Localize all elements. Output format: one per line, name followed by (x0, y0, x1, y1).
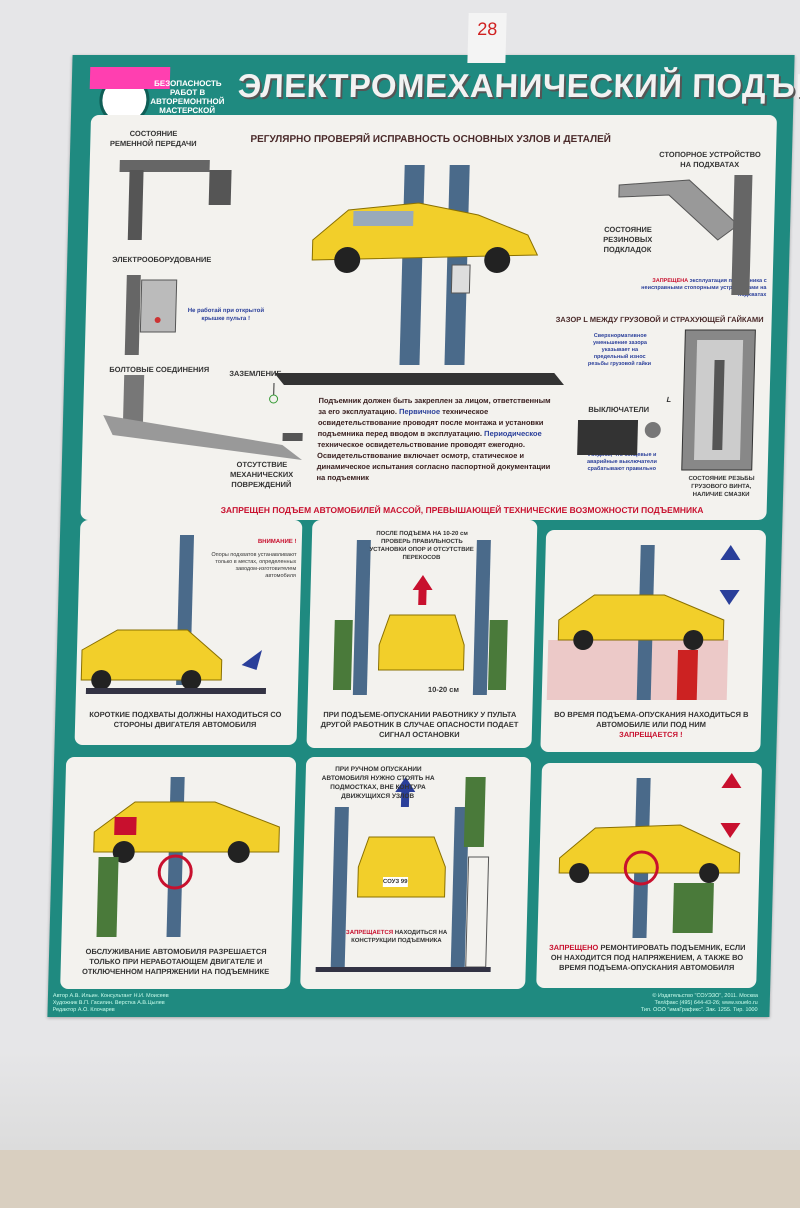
safety-poster: БЕЗОПАСНОСТЬ РАБОТ В АВТОРЕМОНТНОЙ МАСТЕ… (47, 13, 800, 1017)
arrow-icon (241, 650, 263, 670)
panel-check-supports: ПОСЛЕ ПОДЪЕМА НА 10-20 см ПРОВЕРЬ ПРАВИЛ… (306, 520, 538, 748)
gap-L: L (666, 395, 672, 404)
panel-short-arms: ВНИМАНИЕ ! Опоры подхватов устанавливают… (74, 520, 303, 745)
worker (463, 777, 486, 847)
height-label: 10-20 см (427, 685, 460, 694)
label-bolts: БОЛТОВЫЕ СОЕДИНЕНИЯ (109, 365, 210, 374)
attention-label: ВНИМАНИЕ ! (257, 539, 297, 545)
lift-with-car-illustration (274, 165, 564, 385)
forbidden-note: ЗАПРЕЩЕНА эксплуатация подъемника с неис… (626, 278, 767, 299)
capacity-warning: ЗАПРЕЩЕН ПОДЪЕМ АВТОМОБИЛЕЙ МАССОЙ, ПРЕВ… (220, 505, 704, 515)
worker (487, 620, 508, 690)
panel-no-presence: ВО ВРЕМЯ ПОДЪЕМА-ОПУСКАНИЯ НАХОДИТЬСЯ В … (540, 530, 767, 752)
license-plate: СОУЗ 99 (382, 877, 408, 887)
credit-line: Тип. ООО "имаГрафикс". Зак. 1255. Тир. 1… (640, 1007, 758, 1013)
lift-repair-illustration (558, 773, 742, 938)
poster-title: ЭЛЕКТРОМЕХАНИЧЕСКИЙ ПОДЪЕМНИК (237, 67, 800, 104)
label-ground: ЗАЗЕМЛЕНИЕ (229, 369, 282, 378)
engine-warning-icon (114, 817, 137, 835)
panel-caption: ПРИ ПОДЪЕМЕ-ОПУСКАНИИ РАБОТНИКУ У ПУЛЬТА… (320, 710, 519, 739)
credits-right: © Издательство "СОУЭЗО", 2011. Москва Те… (641, 993, 758, 1014)
certification-text: Подъемник должен быть закреплен за лицом… (316, 395, 553, 483)
panel-caption: ВО ВРЕМЯ ПОДЪЕМА-ОПУСКАНИЯ НАХОДИТЬСЯ В … (551, 710, 752, 740)
worker (332, 620, 353, 690)
down-arrow-icon (720, 823, 741, 838)
ladder (465, 856, 490, 968)
lift-car-illustration (80, 535, 267, 694)
label-gap: ЗАЗОР L МЕЖДУ ГРУЗОВОЙ И СТРАХУЮЩЕЙ ГАЙК… (555, 315, 764, 324)
screw-nut-illustration (681, 329, 756, 471)
up-arrow-icon (721, 773, 742, 788)
wall (0, 1050, 800, 1150)
panel-no-repair: ЗАПРЕЩЕНО РЕМОНТИРОВАТЬ ПОДЪЕМНИК, ЕСЛИ … (536, 763, 763, 988)
gap-note: Сверхнормативное уменьшение зазора указы… (587, 333, 652, 367)
label-electro: ЭЛЕКТРООБОРУДОВАНИЕ (112, 255, 212, 264)
switches-note: Убедись, что концевые и аварийные выключ… (586, 452, 657, 472)
panel-caption: ОБСЛУЖИВАНИЕ АВТОМОБИЛЯ РАЗРЕШАЕТСЯ ТОЛЬ… (81, 947, 270, 976)
caption-text: ВО ВРЕМЯ ПОДЪЕМА-ОПУСКАНИЯ НАХОДИТЬСЯ В … (554, 710, 749, 729)
panel-service-off: ОБСЛУЖИВАНИЕ АВТОМОБИЛЯ РАЗРЕШАЕТСЯ ТОЛЬ… (60, 757, 297, 989)
forbidden-red: ЗАПРЕЩЕНА (652, 278, 689, 284)
label-switches: ВЫКЛЮЧАТЕЛИ (588, 405, 650, 414)
person (676, 650, 699, 700)
panel-caption: ЗАПРЕЩЕНО РЕМОНТИРОВАТЬ ПОДЪЕМНИК, ЕСЛИ … (547, 943, 748, 973)
switch-illustration (577, 420, 661, 455)
main-heading: РЕГУЛЯРНО ПРОВЕРЯЙ ИСПРАВНОСТЬ ОСНОВНЫХ … (250, 134, 612, 145)
label-belt: СОСТОЯНИЕ РЕМЕННОЙ ПЕРЕДАЧИ (109, 129, 197, 148)
credit-line: Автор А.В. Ильин. Консультант Н.И. Моисе… (52, 993, 169, 999)
panel-note: ПОСЛЕ ПОДЪЕМА НА 10-20 см ПРОВЕРЬ ПРАВИЛ… (369, 531, 474, 561)
floor (0, 1150, 800, 1208)
text-2: Освидетельствование включает осмотр, ста… (316, 451, 551, 482)
lift-person-illustration (546, 545, 741, 700)
panel-manual-lowering: ПРИ РУЧНОМ ОПУСКАНИИ АВТОМОБИЛЯ НУЖНО СТ… (300, 757, 532, 989)
caption-red: ЗАПРЕЩЕНО (548, 943, 599, 952)
credit-line: Редактор А.О. Клочарев (52, 1007, 115, 1013)
down-arrow-icon (395, 777, 416, 807)
caption-red: ЗАПРЕЩАЕТСЯ ! (618, 730, 683, 739)
lift-service-illustration (93, 777, 280, 937)
panel-caption: ЗАПРЕЩАЕТСЯ НАХОДИТЬСЯ НА КОНСТРУКЦИИ ПО… (341, 929, 451, 945)
up-arrow-icon (720, 545, 741, 560)
attention-note: Опоры подхватов устанавливают только в м… (211, 552, 297, 579)
control-box-illustration (124, 275, 178, 355)
label-screw: СОСТОЯНИЕ РЕЗЬБЫ ГРУЗОВОГО ВИНТА, НАЛИЧИ… (688, 476, 755, 498)
credits-left: Автор А.В. Ильин. Консультант Н.И. Моисе… (52, 993, 169, 1014)
text-1b: Первичное (398, 407, 441, 416)
belt-drive-illustration (119, 160, 232, 240)
panel-note: ПРИ РУЧНОМ ОПУСКАНИИ АВТОМОБИЛЯ НУЖНО СТ… (321, 766, 435, 800)
label-damage: ОТСУТСТВИЕ МЕХАНИЧЕСКИХ ПОВРЕЖДЕНИЙ (229, 460, 294, 489)
poster-subtitle: БЕЗОПАСНОСТЬ РАБОТ В АВТОРЕМОНТНОЙ МАСТЕ… (150, 79, 225, 115)
credit-line: Тел/факс (495) 644-43-26; www.souelo.ru (654, 1000, 758, 1006)
down-arrow-icon (719, 590, 740, 605)
label-stopper: СТОПОРНОЕ УСТРОЙСТВО НА ПОДХВАТАХ (659, 150, 761, 169)
panel-caption: КОРОТКИЕ ПОДХВАТЫ ДОЛЖНЫ НАХОДИТЬСЯ СО С… (89, 710, 282, 729)
lift-workers-illustration (332, 540, 508, 695)
credit-line: Художник В.П. Гасилин. Верстка А.В.Цылев (52, 1000, 165, 1006)
ground-icon (269, 383, 279, 404)
credit-line: © Издательство "СОУЭЗО", 2011. Москва (652, 993, 759, 999)
main-panel: РЕГУЛЯРНО ПРОВЕРЯЙ ИСПРАВНОСТЬ ОСНОВНЫХ … (80, 115, 778, 520)
text-1e: техническое освидетельствование проводят… (317, 440, 526, 449)
electro-note: Не работай при открытой крышке пульта ! (187, 308, 265, 322)
up-arrow-icon (412, 575, 433, 605)
circle-highlight (157, 854, 193, 890)
base-arm-illustration (103, 375, 303, 460)
worker (96, 857, 119, 937)
lift-ladder-illustration (315, 777, 491, 972)
worker (672, 883, 714, 933)
sticky-note: 28 (467, 13, 507, 63)
label-rubber: СОСТОЯНИЕ РЕЗИНОВЫХ ПОДКЛАДОК (603, 225, 653, 254)
text-1d: Периодическое (484, 429, 542, 438)
caption-red: ЗАПРЕЩАЕТСЯ (345, 930, 394, 936)
